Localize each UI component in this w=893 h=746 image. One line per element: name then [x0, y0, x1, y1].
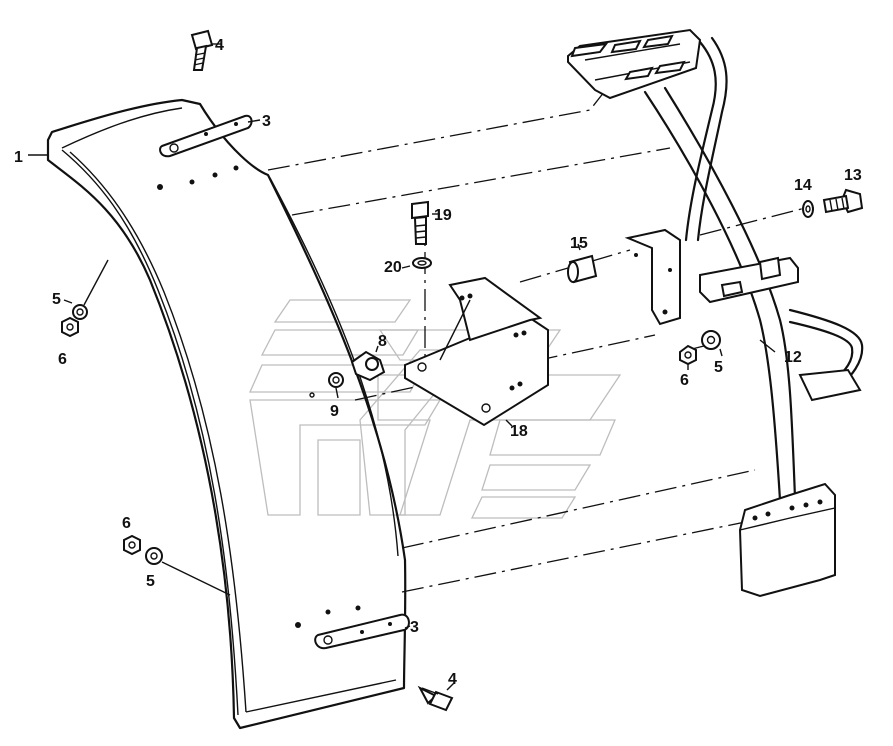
callout-13: 13 [844, 167, 862, 184]
callout-4-bottom: 4 [448, 671, 457, 688]
callout-6-right: 6 [680, 372, 689, 389]
callout-18: 18 [510, 423, 528, 440]
callout-3-bottom: 3 [410, 619, 419, 636]
watermark-logo [248, 299, 622, 519]
bolt-19 [411, 200, 429, 245]
leader-lines [28, 43, 776, 691]
callout-12: 12 [784, 349, 802, 366]
support-arm [567, 28, 864, 502]
callout-5-left-upper: 5 [52, 291, 61, 308]
mounting-plate [624, 228, 681, 326]
top-bolt [190, 29, 214, 71]
callout-5-left-lower: 5 [146, 573, 155, 590]
mudflap [738, 482, 836, 598]
callout-6-left-lower: 6 [122, 515, 131, 532]
callout-20: 20 [384, 259, 402, 276]
callout-3-top: 3 [262, 113, 271, 130]
spacer-15 [567, 254, 598, 284]
callout-14: 14 [794, 177, 812, 194]
callout-4-top: 4 [215, 37, 224, 54]
callout-6-left-upper: 6 [58, 351, 67, 368]
callout-15: 15 [570, 235, 588, 252]
left-lower-nut-washer [123, 534, 163, 565]
bolt-13 [822, 188, 864, 214]
callout-19: 19 [434, 207, 452, 224]
washer-9 [309, 372, 344, 398]
bottom-strap [314, 613, 410, 650]
bolt-8 [350, 350, 386, 382]
callout-8: 8 [378, 333, 387, 350]
washer-20 [412, 257, 432, 269]
washer-14 [802, 200, 814, 218]
left-upper-nut-washer [61, 304, 88, 338]
callout-labels: 1 4 3 5 6 8 9 19 20 15 18 14 13 12 6 5 6… [14, 37, 862, 688]
callout-9: 9 [330, 403, 339, 420]
top-strap [159, 114, 253, 158]
bottom-bolt [417, 685, 454, 712]
bracket-18 [404, 276, 549, 427]
callout-5-right: 5 [714, 359, 723, 376]
right-nut-washer [679, 330, 721, 366]
callout-1: 1 [14, 149, 23, 166]
